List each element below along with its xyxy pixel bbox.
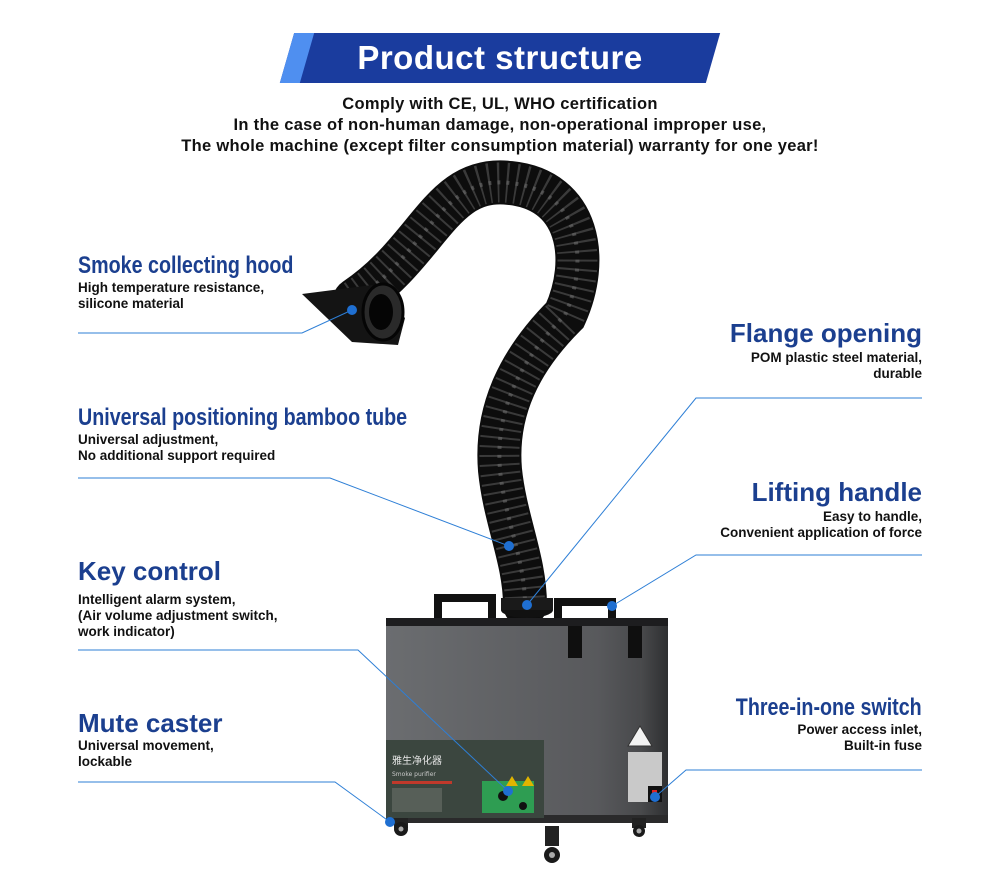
mute-caster-desc-2: lockable bbox=[78, 754, 133, 769]
label-flange: Flange opening POM plastic steel materia… bbox=[730, 318, 922, 382]
flange-desc-2: durable bbox=[873, 366, 922, 381]
label-key-control: Key control Intelligent alarm system, (A… bbox=[78, 556, 278, 640]
label-smoke-hood: Smoke collecting hood High temperature r… bbox=[78, 252, 341, 312]
flange-title: Flange opening bbox=[729, 318, 922, 348]
lifting-handle-desc-1: Easy to handle, bbox=[822, 509, 922, 524]
page-title: Product structure bbox=[357, 39, 643, 76]
intro-line-3: The whole machine (except filter consump… bbox=[181, 137, 819, 155]
label-bamboo-tube: Universal positioning bamboo tube Univer… bbox=[78, 404, 479, 464]
switch-desc-1: Power access inlet, bbox=[797, 722, 922, 737]
key-control-title: Key control bbox=[78, 556, 222, 586]
label-lifting-handle: Lifting handle Easy to handle, Convenien… bbox=[720, 477, 922, 541]
key-control-desc-3: work indicator) bbox=[78, 624, 175, 639]
lifting-handle-title: Lifting handle bbox=[751, 477, 922, 507]
panel-brand: 雅生净化器 bbox=[392, 754, 442, 767]
panel-sub: Smoke purifier bbox=[392, 771, 436, 778]
smoke-hood bbox=[302, 282, 405, 345]
bamboo-tube bbox=[333, 160, 600, 627]
switch-title: Three-in-one switch bbox=[736, 694, 922, 721]
smoke-hood-desc-1: High temperature resistance, bbox=[78, 280, 265, 295]
mute-caster-title: Mute caster bbox=[78, 708, 223, 738]
casters bbox=[394, 818, 646, 863]
bamboo-tube-desc-1: Universal adjustment, bbox=[78, 432, 219, 447]
bamboo-tube-desc-2: No additional support required bbox=[78, 448, 276, 463]
flange-desc-1: POM plastic steel material, bbox=[750, 350, 922, 365]
purifier-cabinet: 雅生净化器 Smoke purifier bbox=[386, 618, 668, 823]
label-switch: Three-in-one switch Power access inlet, … bbox=[695, 694, 922, 754]
lifting-handle-desc-2: Convenient application of force bbox=[720, 525, 922, 540]
key-control-desc-2: (Air volume adjustment switch, bbox=[78, 608, 278, 623]
switch-desc-2: Built-in fuse bbox=[844, 738, 922, 753]
intro-line-2: In the case of non-human damage, non-ope… bbox=[233, 116, 767, 134]
key-control-desc-1: Intelligent alarm system, bbox=[78, 592, 236, 607]
leader-lines bbox=[78, 309, 922, 823]
smoke-hood-desc-2: silicone material bbox=[78, 296, 184, 311]
smoke-hood-title: Smoke collecting hood bbox=[78, 252, 294, 279]
label-mute-caster: Mute caster Universal movement, lockable bbox=[78, 708, 223, 770]
leader-dots bbox=[347, 305, 660, 827]
intro-text: Comply with CE, UL, WHO certification In… bbox=[0, 94, 1000, 157]
mute-caster-desc-1: Universal movement, bbox=[78, 738, 214, 753]
intro-line-1: Comply with CE, UL, WHO certification bbox=[342, 95, 658, 113]
bamboo-tube-title: Universal positioning bamboo tube bbox=[78, 404, 408, 431]
